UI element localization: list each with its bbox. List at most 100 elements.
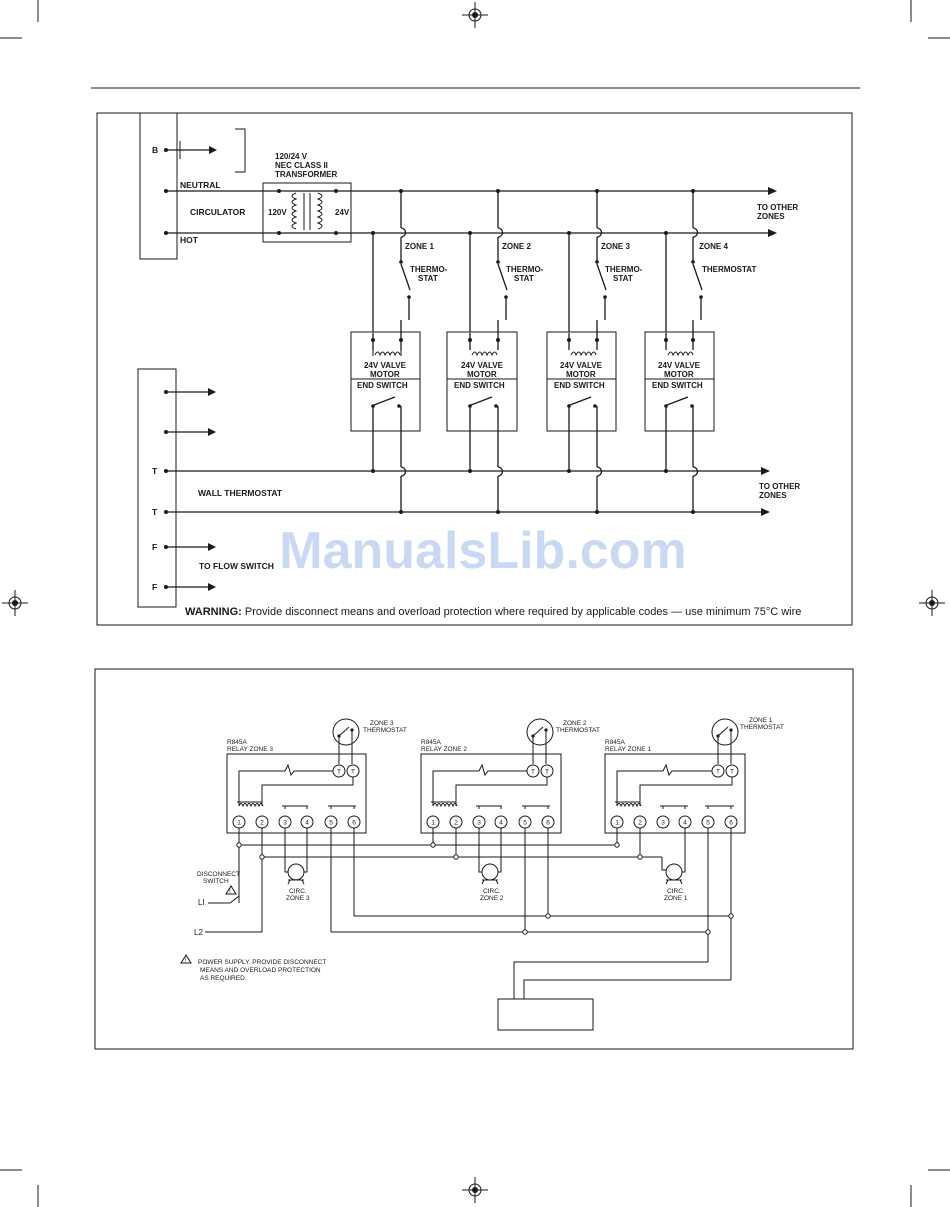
svg-text:R845A: R845A xyxy=(227,739,248,746)
svg-text:THERMO-: THERMO- xyxy=(410,265,448,274)
svg-text:4: 4 xyxy=(305,820,309,827)
svg-text:RELAY ZONE 3: RELAY ZONE 3 xyxy=(227,746,273,753)
svg-text:AS REQUIRED.: AS REQUIRED. xyxy=(200,975,247,982)
svg-text:ZONE 1: ZONE 1 xyxy=(749,717,773,724)
svg-text:T: T xyxy=(531,769,535,776)
svg-text:3: 3 xyxy=(477,820,481,827)
svg-text:4: 4 xyxy=(683,820,687,827)
svg-text:1: 1 xyxy=(431,820,435,827)
svg-text:6: 6 xyxy=(729,820,733,827)
zone-1-thermostat: ZONE 1 THERMOSTAT xyxy=(711,717,784,764)
svg-text:MOTOR: MOTOR xyxy=(370,370,400,379)
svg-text:RELAY ZONE 2: RELAY ZONE 2 xyxy=(421,746,467,753)
zone-4: ZONE 4 THERMOSTAT 24V VALVE MOTOR END SW… xyxy=(644,189,756,512)
svg-text:6: 6 xyxy=(352,820,356,827)
svg-text:ZONE 3: ZONE 3 xyxy=(286,895,310,902)
svg-text:ZONE 1: ZONE 1 xyxy=(664,895,688,902)
svg-text:ZONES: ZONES xyxy=(757,212,785,221)
svg-text:RELAY ZONE 1: RELAY ZONE 1 xyxy=(605,746,651,753)
svg-text:CIRC.: CIRC. xyxy=(289,888,307,895)
svg-text:STAT: STAT xyxy=(613,274,633,283)
svg-text:24V VALVE: 24V VALVE xyxy=(560,361,603,370)
terminal-f-upper: F xyxy=(152,542,157,552)
svg-text:STAT: STAT xyxy=(514,274,534,283)
svg-text:MOTOR: MOTOR xyxy=(664,370,694,379)
svg-text:T: T xyxy=(545,769,549,776)
neutral-label: NEUTRAL xyxy=(180,180,221,190)
svg-text:STAT: STAT xyxy=(418,274,438,283)
warning-text: WARNING: Provide disconnect means and ov… xyxy=(185,606,801,618)
svg-text:120/24 V: 120/24 V xyxy=(275,152,308,161)
boiler-terminal-strip xyxy=(137,368,177,608)
zone-3: ZONE 3 THERMO- STAT 24V VALVE MOTOR END … xyxy=(546,189,643,512)
svg-text:DISCONNECT: DISCONNECT xyxy=(197,871,240,878)
svg-text:ZONE 2: ZONE 2 xyxy=(502,242,531,251)
svg-text:24V VALVE: 24V VALVE xyxy=(461,361,504,370)
svg-text:END SWITCH: END SWITCH xyxy=(454,381,505,390)
svg-text:5: 5 xyxy=(706,820,710,827)
svg-text:ZONE 3: ZONE 3 xyxy=(370,720,394,727)
power-supply-note: ! POWER SUPPLY. PROVIDE DISCONNECT MEANS… xyxy=(180,954,326,982)
svg-text:2: 2 xyxy=(260,820,264,827)
registration-mark-right xyxy=(919,590,945,616)
svg-text:T: T xyxy=(337,769,341,776)
svg-text:ZONE 4: ZONE 4 xyxy=(699,242,728,251)
svg-text:ZONE 2: ZONE 2 xyxy=(480,895,504,902)
disconnect-switch: DISCONNECT SWITCH ! LI L2 xyxy=(194,871,262,937)
circulator-label: CIRCULATOR xyxy=(190,207,245,217)
junction-dots xyxy=(236,842,734,935)
svg-text:!: ! xyxy=(185,957,187,964)
svg-text:SWITCH: SWITCH xyxy=(203,878,229,885)
terminal-f-lower: F xyxy=(152,582,157,592)
svg-text:MEANS AND OVERLOAD PROTECTION: MEANS AND OVERLOAD PROTECTION xyxy=(200,967,321,974)
svg-text:ZONES: ZONES xyxy=(759,491,787,500)
terminal-b-label: B xyxy=(152,145,158,155)
svg-text:END SWITCH: END SWITCH xyxy=(554,381,605,390)
svg-text:1: 1 xyxy=(615,820,619,827)
registration-mark-bottom xyxy=(462,1177,488,1203)
relay-diagram: R845A RELAY ZONE 3 ZONE 3 THERMOSTAT T T… xyxy=(94,668,854,1050)
svg-text:MOTOR: MOTOR xyxy=(467,370,497,379)
svg-text:END SWITCH: END SWITCH xyxy=(357,381,408,390)
svg-text:3: 3 xyxy=(661,820,665,827)
circulator-terminal-strip xyxy=(139,112,178,260)
zone-3-thermostat: ZONE 3 THERMOSTAT xyxy=(332,718,407,764)
svg-text:24V VALVE: 24V VALVE xyxy=(364,361,407,370)
svg-text:24V VALVE: 24V VALVE xyxy=(658,361,701,370)
svg-text:LI: LI xyxy=(198,898,205,907)
svg-text:L2: L2 xyxy=(194,928,203,937)
to-other-zones-top: TO OTHER xyxy=(757,203,798,212)
svg-text:24V: 24V xyxy=(335,208,350,217)
svg-text:POWER SUPPLY. PROVIDE DISCONNE: POWER SUPPLY. PROVIDE DISCONNECT xyxy=(198,959,326,966)
svg-text:ZONE 3: ZONE 3 xyxy=(601,242,630,251)
svg-text:R845A: R845A xyxy=(605,739,626,746)
svg-text:THERMO-: THERMO- xyxy=(506,265,544,274)
svg-text:T: T xyxy=(716,769,720,776)
svg-text:CIRC.: CIRC. xyxy=(667,888,685,895)
zone-2: ZONE 2 THERMO- STAT 24V VALVE MOTOR END … xyxy=(446,189,544,512)
svg-text:!: ! xyxy=(229,888,231,895)
svg-text:T: T xyxy=(351,769,355,776)
hot-label: HOT xyxy=(180,235,199,245)
svg-text:5: 5 xyxy=(329,820,333,827)
svg-text:3: 3 xyxy=(283,820,287,827)
terminal-t-upper: T xyxy=(152,466,158,476)
registration-mark-left xyxy=(2,590,28,616)
svg-text:THERMOSTAT: THERMOSTAT xyxy=(363,727,407,734)
relay-zone-1: R845A RELAY ZONE 1 ZONE 1 THERMOSTAT T T… xyxy=(604,717,784,902)
svg-text:4: 4 xyxy=(499,820,503,827)
svg-text:TRANSFORMER: TRANSFORMER xyxy=(275,170,337,179)
svg-text:2: 2 xyxy=(454,820,458,827)
zone-valve-diagram: B NEUTRAL CIRCULATOR HOT 120/24 V NEC CL… xyxy=(96,112,853,626)
terminal-t-lower: T xyxy=(152,507,158,517)
to-flow-switch-label: TO FLOW SWITCH xyxy=(199,561,274,571)
zone-2-thermostat: ZONE 2 THERMOSTAT xyxy=(526,718,600,764)
svg-text:T: T xyxy=(730,769,734,776)
relay-zone-3: R845A RELAY ZONE 3 ZONE 3 THERMOSTAT T T… xyxy=(226,718,407,902)
svg-text:CIRC.: CIRC. xyxy=(483,888,501,895)
watermark: ManualsLib.com xyxy=(279,522,686,580)
svg-text:2: 2 xyxy=(638,820,642,827)
svg-text:R845A: R845A xyxy=(421,739,442,746)
